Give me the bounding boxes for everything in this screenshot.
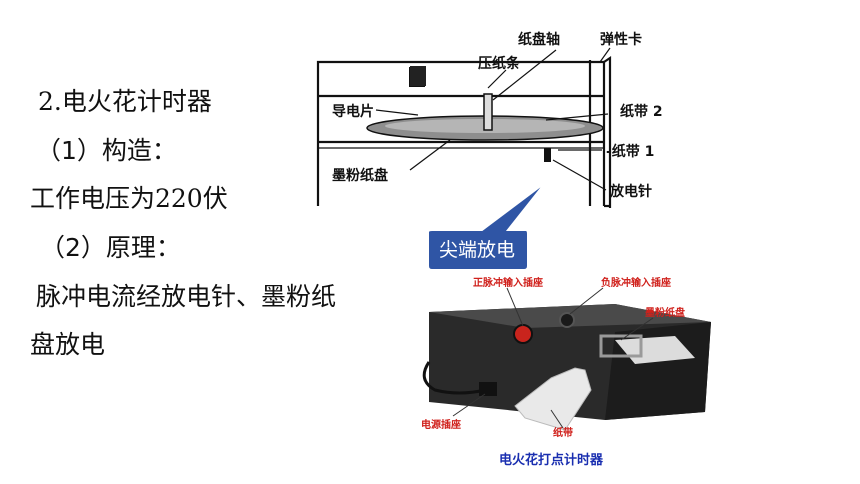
callout-text: 尖端放电 bbox=[438, 239, 515, 261]
principle-line-1: 脉冲电流经放电针、墨粉纸 bbox=[36, 282, 337, 311]
device-caption: 电火花打点计时器 bbox=[499, 452, 604, 468]
construction-label: （1）构造： bbox=[36, 136, 177, 165]
label-device-ink-disk: 墨粉纸盘 bbox=[645, 306, 685, 319]
label-neg-socket: 负脉冲输入插座 bbox=[601, 276, 671, 289]
section-heading: 2.电火花计时器 bbox=[38, 87, 212, 116]
ink-disk-frame bbox=[599, 334, 643, 358]
label-power-socket: 电源插座 bbox=[421, 418, 461, 431]
callout-bubble bbox=[427, 181, 547, 271]
label-tape1: -纸带 1 bbox=[606, 143, 654, 160]
leader-lines bbox=[375, 47, 611, 191]
label-pos-socket: 正脉冲输入插座 bbox=[473, 276, 543, 289]
label-tape2: 纸带 2 bbox=[620, 103, 663, 120]
device-photo: 正脉冲输入插座 负脉冲输入插座 墨粉纸盘 电源插座 纸带 电火花打点计时器 bbox=[421, 276, 711, 468]
device-leader-lines bbox=[452, 287, 654, 429]
paper-tape-shape bbox=[514, 367, 592, 431]
disk-axis-shape bbox=[483, 93, 493, 131]
label-ink-disk: 墨粉纸盘 bbox=[332, 167, 388, 184]
voltage-text: 工作电压为220伏 bbox=[30, 184, 228, 213]
power-plug bbox=[479, 382, 497, 396]
positive-socket bbox=[513, 324, 533, 344]
label-needle: 放电针 bbox=[609, 183, 652, 200]
callout-shape bbox=[427, 181, 547, 271]
negative-socket bbox=[559, 312, 575, 328]
label-press-strip: 压纸条 bbox=[478, 55, 521, 72]
label-tape: 纸带 bbox=[553, 426, 573, 439]
power-cable bbox=[422, 361, 486, 395]
timer-box-outline bbox=[316, 60, 610, 208]
construction-diagram: 纸盘轴 弹性卡 压纸条 导电片 纸带 2 -纸带 1 墨粉纸盘 放电针 bbox=[316, 31, 663, 208]
label-conductor: 导电片 bbox=[332, 103, 374, 120]
needle-shape bbox=[544, 148, 551, 162]
label-paper-disk-axis: 纸盘轴 bbox=[518, 31, 560, 48]
principle-line-2: 盘放电 bbox=[30, 330, 106, 359]
principle-label: （2）原理： bbox=[40, 233, 181, 262]
latch-shape bbox=[410, 66, 426, 86]
label-spring-clip: 弹性卡 bbox=[600, 31, 642, 48]
